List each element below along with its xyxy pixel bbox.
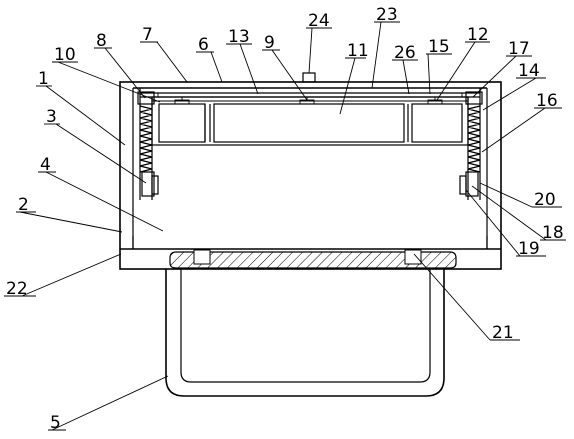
label-15: 15 — [428, 37, 450, 57]
part-labels: 1 2 3 4 5 6 7 8 9 10 11 12 13 14 15 16 1… — [6, 5, 564, 433]
label-1: 1 — [38, 69, 49, 89]
label-21: 21 — [492, 323, 514, 343]
label-11: 11 — [347, 41, 369, 61]
handle — [165, 269, 445, 397]
label-16: 16 — [536, 91, 558, 111]
top-cover — [133, 87, 487, 98]
label-17: 17 — [508, 39, 530, 59]
label-23: 23 — [376, 5, 398, 25]
right-spring-assembly — [459, 91, 483, 200]
label-4: 4 — [40, 155, 51, 175]
label-10: 10 — [54, 45, 76, 65]
outer-housing — [119, 81, 502, 270]
label-18: 18 — [542, 223, 564, 243]
leader-lines — [19, 21, 547, 431]
label-2: 2 — [18, 195, 29, 215]
label-9: 9 — [264, 33, 275, 53]
label-26: 26 — [394, 43, 416, 63]
label-6: 6 — [198, 35, 209, 55]
label-7: 7 — [142, 25, 153, 45]
label-13: 13 — [228, 27, 250, 47]
label-3: 3 — [46, 107, 57, 127]
inner-frame — [151, 96, 469, 146]
knob-24 — [302, 72, 316, 83]
label-20: 20 — [534, 190, 556, 210]
label-5: 5 — [50, 413, 61, 433]
left-spring-assembly — [137, 91, 159, 200]
label-14: 14 — [518, 61, 540, 81]
label-8: 8 — [96, 31, 107, 51]
label-12: 12 — [467, 25, 489, 45]
label-24: 24 — [308, 11, 330, 31]
label-underlines — [4, 21, 566, 431]
label-19: 19 — [518, 239, 540, 259]
hatched-base — [169, 249, 457, 269]
label-22: 22 — [6, 279, 28, 299]
